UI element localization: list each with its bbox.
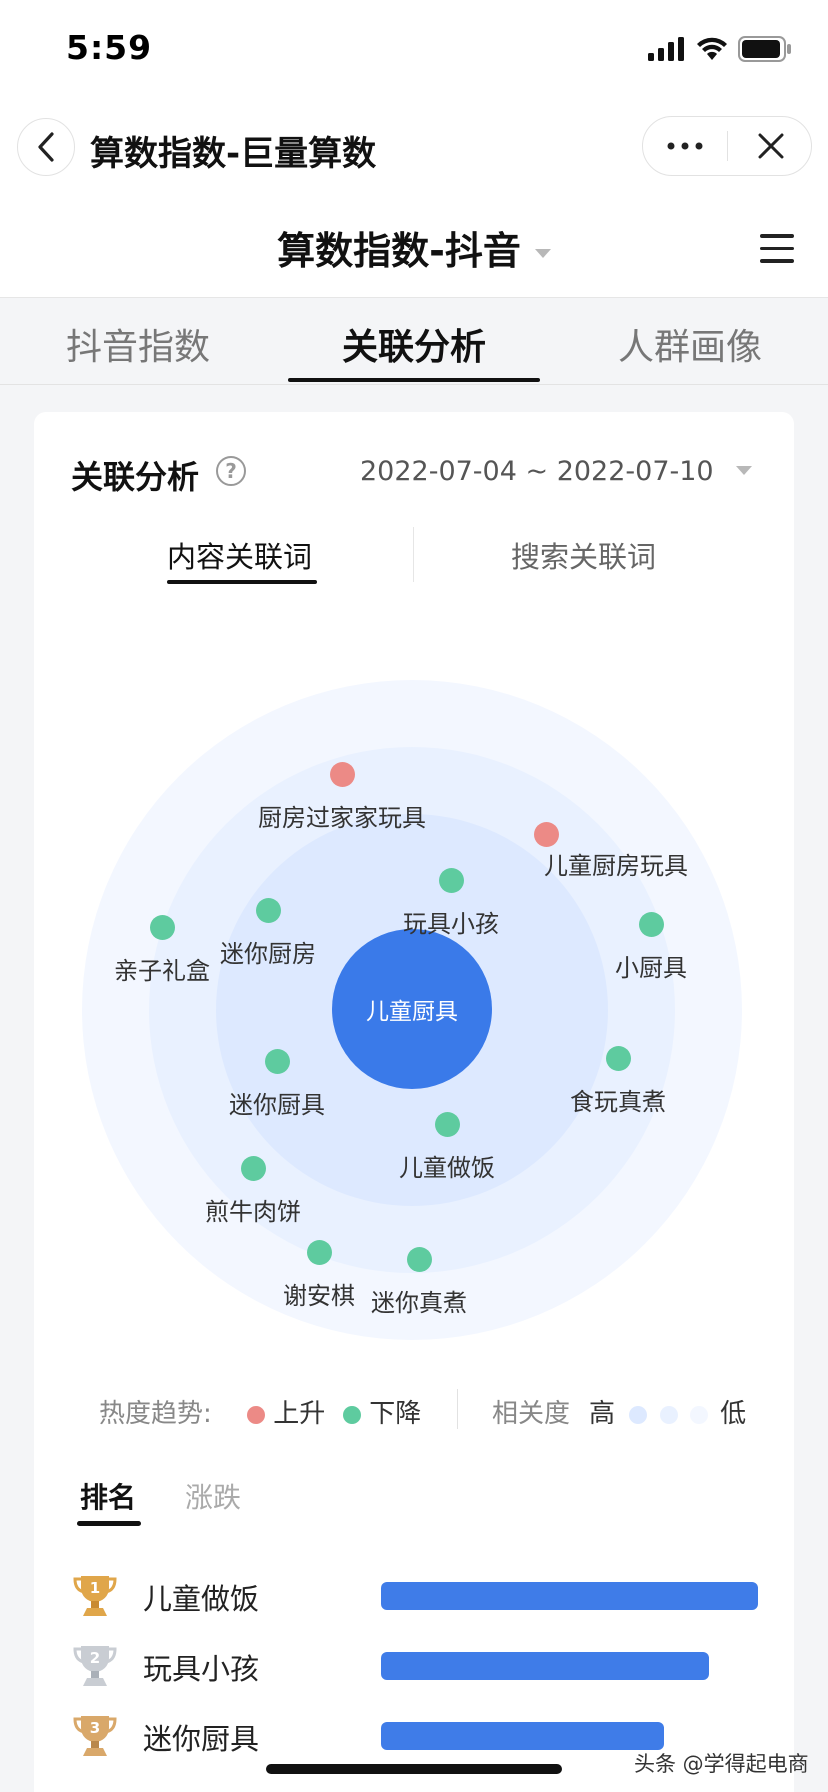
app-title-selector[interactable]: 算数指数-抖音	[0, 220, 828, 275]
menu-button[interactable]	[760, 234, 794, 264]
relevance-low-dot-icon	[689, 1405, 708, 1424]
subtab-divider	[413, 527, 414, 582]
keyword-node-label[interactable]: 食玩真煮	[570, 1088, 666, 1116]
tab-ranking[interactable]: 排名	[80, 1481, 137, 1514]
header-divider	[0, 297, 828, 298]
watermark: 头条 @学得起电商	[634, 1752, 809, 1776]
ranking-row[interactable]: 2 玩具小孩	[72, 1642, 762, 1692]
keyword-node-dot[interactable]	[606, 1046, 631, 1071]
tabs-divider	[0, 384, 828, 385]
relevance-legend-label: 相关度	[492, 1399, 571, 1429]
close-icon	[758, 133, 784, 158]
keyword-node-dot[interactable]	[265, 1049, 290, 1074]
more-button[interactable]	[643, 117, 727, 174]
legend-down-label: 下降	[369, 1399, 422, 1429]
ranking-row[interactable]: 1 儿童做饭	[72, 1572, 762, 1622]
keyword-node-label[interactable]: 厨房过家家玩具	[258, 804, 426, 832]
hamburger-icon-line	[760, 246, 794, 250]
relevance-low-label: 低	[720, 1399, 747, 1429]
help-icon[interactable]: ?	[216, 456, 246, 486]
status-time: 5:59	[66, 28, 153, 67]
keyword-node-label[interactable]: 谢安棋	[283, 1282, 355, 1310]
hamburger-icon-line	[760, 259, 794, 263]
trend-legend-label: 热度趋势:	[99, 1399, 212, 1429]
wifi-icon	[697, 37, 727, 60]
keyword-node-label[interactable]: 小厨具	[615, 954, 687, 982]
silver-trophy-icon: 2	[73, 1646, 117, 1686]
keyword-node-dot[interactable]	[330, 762, 355, 787]
keyword-node-dot[interactable]	[256, 898, 281, 923]
keyword-node-dot[interactable]	[435, 1112, 460, 1137]
bronze-trophy-icon: 3	[73, 1716, 117, 1756]
center-keyword-node[interactable]: 儿童厨具	[332, 929, 492, 1089]
section-title: 关联分析	[71, 458, 200, 496]
window-title: 算数指数-巨量算数	[90, 134, 377, 174]
mini-program-capsule	[642, 116, 812, 176]
keyword-node-label[interactable]: 儿童厨房玩具	[544, 852, 688, 880]
active-tab-indicator	[288, 378, 540, 382]
back-button[interactable]	[17, 118, 75, 176]
ranking-bar	[381, 1582, 758, 1610]
relevance-scale: 高 低	[589, 1393, 746, 1430]
keyword-node-dot[interactable]	[307, 1240, 332, 1265]
down-dot-icon	[343, 1405, 361, 1424]
subtab-content-related[interactable]: 内容关联词	[167, 540, 313, 574]
legend-up-label: 上升	[273, 1399, 326, 1429]
keyword-node-dot[interactable]	[407, 1247, 432, 1272]
legend-divider	[457, 1389, 458, 1429]
relevance-high-label: 高	[589, 1399, 616, 1429]
ranking-row[interactable]: 3 迷你厨具	[72, 1712, 762, 1762]
caret-down-icon[interactable]	[736, 466, 752, 475]
keyword-node-dot[interactable]	[241, 1156, 266, 1181]
keyword-node-label[interactable]: 煎牛肉饼	[205, 1198, 301, 1226]
app-title: 算数指数-抖音	[277, 229, 521, 273]
relevance-high-dot-icon	[629, 1405, 648, 1424]
svg-text:2: 2	[90, 1649, 100, 1667]
up-dot-icon	[247, 1405, 265, 1424]
gold-trophy-icon: 1	[73, 1576, 117, 1616]
home-indicator[interactable]	[266, 1764, 562, 1774]
legend-up: 上升	[247, 1393, 325, 1430]
svg-text:3: 3	[90, 1719, 100, 1737]
ranking-keyword: 迷你厨具	[143, 1722, 260, 1756]
keyword-node-dot[interactable]	[439, 868, 464, 893]
ranking-keyword: 儿童做饭	[143, 1582, 260, 1616]
keyword-node-dot[interactable]	[150, 915, 175, 940]
battery-icon	[738, 36, 791, 62]
date-range-selector[interactable]: 2022-07-04 ~ 2022-07-10	[360, 456, 714, 487]
hamburger-icon	[760, 234, 794, 238]
relevance-mid-dot-icon	[659, 1405, 678, 1424]
subtab-indicator	[167, 580, 317, 584]
keyword-node-label[interactable]: 儿童做饭	[399, 1154, 495, 1182]
more-dots-icon	[667, 142, 703, 149]
caret-down-icon	[534, 249, 551, 258]
close-button[interactable]	[729, 117, 813, 174]
keyword-node-dot[interactable]	[639, 912, 664, 937]
ranking-bar	[381, 1652, 709, 1680]
chevron-left-icon	[38, 132, 54, 162]
tab-audience-profile[interactable]: 人群画像	[617, 327, 762, 368]
tab-douyin-index[interactable]: 抖音指数	[65, 327, 210, 368]
tab-change[interactable]: 涨跌	[185, 1481, 242, 1514]
keyword-node-label[interactable]: 亲子礼盒	[114, 957, 210, 985]
ranking-bar	[381, 1722, 664, 1750]
status-icons	[648, 36, 792, 62]
keyword-node-label[interactable]: 迷你厨房	[220, 940, 316, 968]
rank-tab-indicator	[77, 1521, 141, 1526]
svg-text:1: 1	[90, 1579, 100, 1597]
legend-down: 下降	[343, 1393, 421, 1430]
capsule-divider	[727, 131, 728, 161]
ranking-keyword: 玩具小孩	[143, 1652, 260, 1686]
subtab-search-related[interactable]: 搜索关联词	[511, 540, 657, 574]
keyword-node-label[interactable]: 迷你厨具	[229, 1091, 325, 1119]
keyword-node-label[interactable]: 迷你真煮	[371, 1289, 467, 1317]
signal-icon	[648, 37, 684, 61]
keyword-node-label[interactable]: 玩具小孩	[403, 910, 499, 938]
keyword-node-dot[interactable]	[534, 822, 559, 847]
tab-related-analysis[interactable]: 关联分析	[341, 327, 486, 368]
